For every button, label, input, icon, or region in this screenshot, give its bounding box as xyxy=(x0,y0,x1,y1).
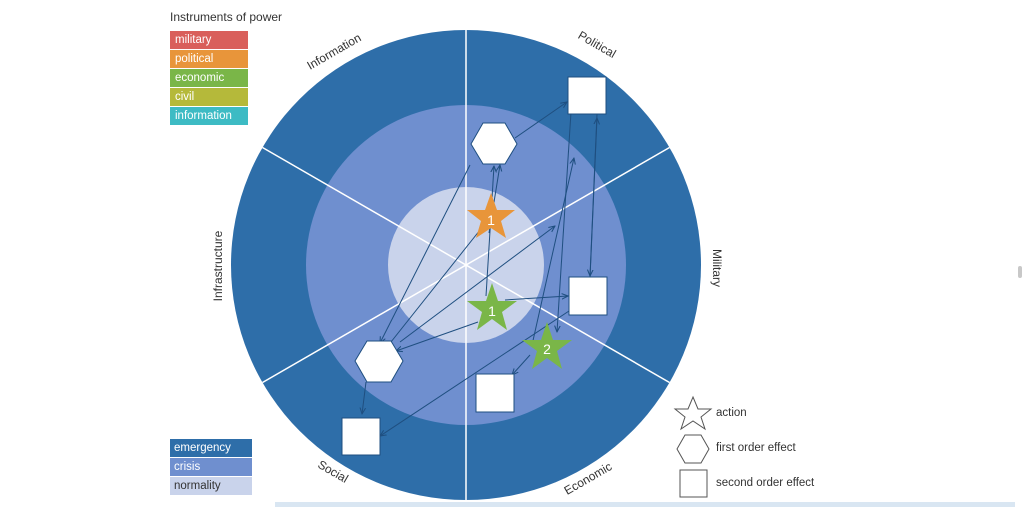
legend-military: military xyxy=(170,31,248,49)
second-order-legend-square-icon xyxy=(679,469,708,498)
second-order-effect-square xyxy=(568,276,608,316)
first-order-effect-hexagon xyxy=(470,122,518,165)
shape-legend-action-label: action xyxy=(716,407,747,419)
zone-legend-normality: normality xyxy=(170,477,252,495)
second-order-effect-square xyxy=(567,76,607,115)
action-label: 1 xyxy=(488,303,496,319)
legend-political: political xyxy=(170,50,248,68)
effect-arrows xyxy=(362,102,597,436)
action-star-economic-2: 2 xyxy=(522,322,572,369)
shape-legend-second-order-label: second order effect xyxy=(716,477,815,489)
sector-label-political: Political xyxy=(576,28,619,61)
shape-legend-first-order-label: first order effect xyxy=(716,442,796,454)
action-star-political-1: 1 xyxy=(467,193,515,238)
sector-label-infrastructure: Infrastructure xyxy=(211,230,225,301)
second-order-effect-square xyxy=(341,417,381,456)
action-label: 1 xyxy=(487,212,495,228)
scrollbar-thumb[interactable] xyxy=(1018,266,1022,278)
zone-legend-crisis: crisis xyxy=(170,458,252,476)
zone-legend-emergency: emergency xyxy=(170,439,252,457)
legend-economic: economic xyxy=(170,69,248,87)
instruments-legend-title: Instruments of power xyxy=(170,10,283,24)
action-star-economic-1: 1 xyxy=(467,283,517,330)
bottom-strip xyxy=(275,502,1015,507)
first-order-effect-hexagon xyxy=(354,340,404,383)
action-label: 2 xyxy=(543,341,551,357)
action-legend-star-icon xyxy=(673,395,713,431)
legend-information: information xyxy=(170,107,248,125)
legend-civil: civil xyxy=(170,88,248,106)
first-order-legend-hexagon-icon xyxy=(676,434,710,464)
sector-label-military: Military xyxy=(710,249,724,287)
sector-dividers xyxy=(262,30,670,500)
second-order-effect-square xyxy=(475,373,515,413)
